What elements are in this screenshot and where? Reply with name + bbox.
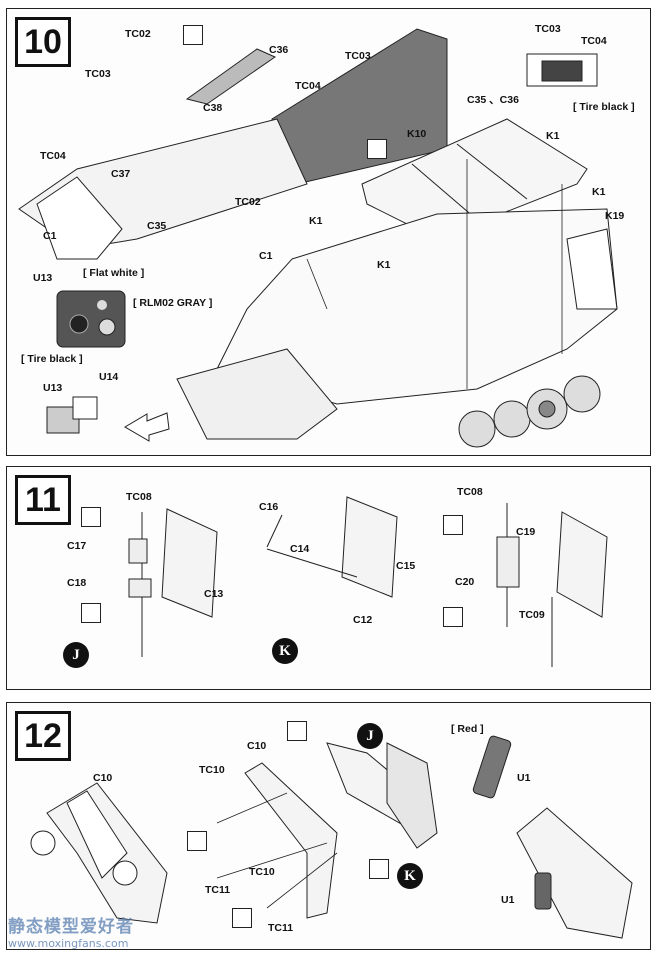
paint-note-flat-white: [ Flat white ] [83, 267, 145, 279]
label-tc03: TC03 [345, 50, 371, 62]
glue-icon [183, 25, 203, 45]
marker-k: K [397, 863, 423, 889]
label-tc02: TC02 [125, 28, 151, 40]
label-c13: C13 [204, 588, 224, 600]
label-c38: C38 [203, 102, 223, 114]
watermark-url: www.moxingfans.com [8, 937, 129, 950]
step-12-shield-drawing [30, 735, 633, 939]
step-10-panel: 10 [6, 8, 651, 456]
label-c20: C20 [455, 576, 475, 588]
step-12-panel: 12 J K C10 C10 TC10 TC10 TC11 TC11 U1 U1… [6, 702, 651, 950]
label-c18: C18 [67, 577, 87, 589]
label-c17: C17 [67, 540, 87, 552]
marker-j: J [63, 642, 89, 668]
step-10-hull-drawing [18, 28, 618, 448]
glue-icon [232, 908, 252, 928]
step-number: 10 [15, 17, 71, 67]
label-c35-c36: C35 、C36 [467, 94, 519, 106]
glue-icon [369, 859, 389, 879]
label-c1: C1 [43, 230, 57, 242]
step-11-panel: 11 J K TC08 C17 C18 C13 C16 C14 C15 C12 … [6, 466, 651, 690]
label-c10: C10 [93, 772, 113, 784]
label-tc11: TC11 [268, 922, 294, 934]
label-u13: U13 [43, 382, 63, 394]
label-tc08: TC08 [126, 491, 152, 503]
glue-icon [443, 515, 463, 535]
label-tc02: TC02 [235, 196, 261, 208]
label-c1: C1 [259, 250, 273, 262]
label-k10: K10 [407, 128, 427, 140]
watermark-chinese: 静态模型爱好者 [8, 917, 134, 937]
label-c15: C15 [396, 560, 416, 572]
label-u1: U1 [517, 772, 531, 784]
label-c14: C14 [290, 543, 310, 555]
glue-icon [187, 831, 207, 851]
label-c10: C10 [247, 740, 267, 752]
marker-j: J [357, 723, 383, 749]
label-tc04: TC04 [581, 35, 607, 47]
marker-k: K [272, 638, 298, 664]
watermark: 静态模型爱好者 www.moxingfans.com [8, 912, 134, 950]
paint-note-tire-black: [ Tire black ] [21, 353, 83, 365]
label-k1: K1 [592, 186, 606, 198]
label-tc04: TC04 [40, 150, 66, 162]
label-c37: C37 [111, 168, 131, 180]
step-number: 11 [15, 475, 71, 525]
label-c16: C16 [259, 501, 279, 513]
glue-icon [81, 507, 101, 527]
label-tc03: TC03 [85, 68, 111, 80]
label-c12: C12 [353, 614, 373, 626]
label-u14: U14 [99, 371, 119, 383]
label-k19: K19 [605, 210, 625, 222]
label-tc10: TC10 [199, 764, 225, 776]
paint-note-rlm02-gray: [ RLM02 GRAY ] [133, 297, 213, 309]
label-tc11: TC11 [205, 884, 231, 896]
label-c35: C35 [147, 220, 167, 232]
label-c19: C19 [516, 526, 536, 538]
step-number: 12 [15, 711, 71, 761]
step-11-hatch-drawing [128, 496, 608, 667]
label-u1: U1 [501, 894, 515, 906]
label-tc04: TC04 [295, 80, 321, 92]
glue-icon [367, 139, 387, 159]
glue-icon [287, 721, 307, 741]
paint-note-tire-black: [ Tire black ] [573, 101, 635, 113]
label-tc09: TC09 [519, 609, 545, 621]
label-tc10: TC10 [249, 866, 275, 878]
label-tc03: TC03 [535, 23, 561, 35]
label-k1: K1 [546, 130, 560, 142]
label-u13: U13 [33, 272, 53, 284]
label-c36: C36 [269, 44, 289, 56]
label-k1: K1 [309, 215, 323, 227]
label-k1: K1 [377, 259, 391, 271]
glue-icon [81, 603, 101, 623]
paint-note-red: [ Red ] [451, 723, 484, 735]
glue-icon [443, 607, 463, 627]
label-tc08: TC08 [457, 486, 483, 498]
